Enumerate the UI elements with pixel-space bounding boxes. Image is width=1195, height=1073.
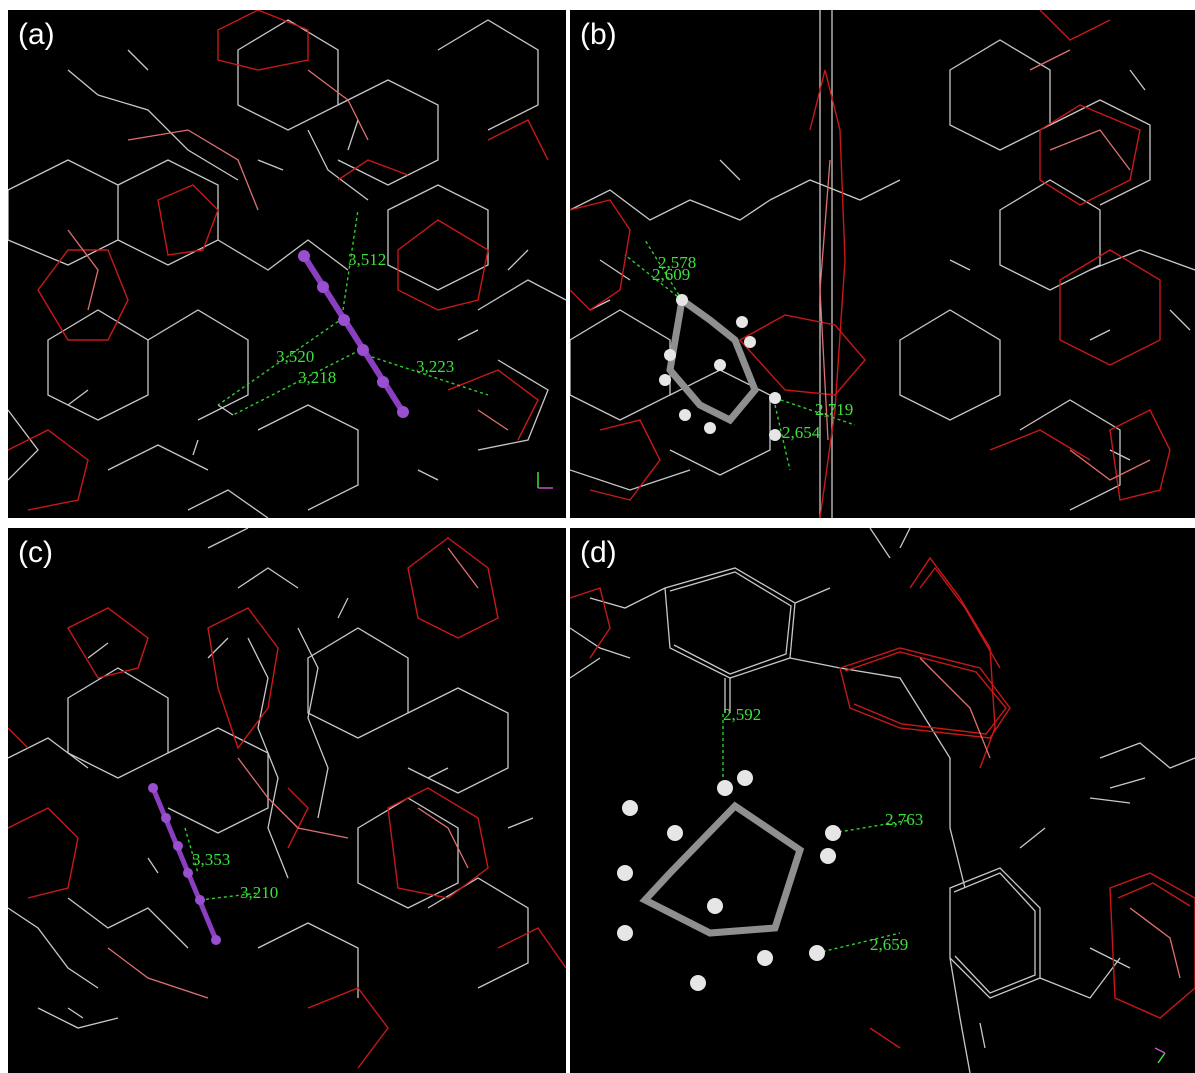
panel-c: 3,353 3,210 (c)	[8, 528, 566, 1073]
panel-c-structure: 3,353 3,210	[8, 528, 566, 1069]
axis-triad-icon	[537, 472, 553, 489]
distance-label: 3,223	[416, 357, 454, 376]
panel-label: (d)	[580, 536, 617, 569]
pink-bonds	[919, 657, 1181, 979]
oxygen-bonds	[8, 537, 566, 1069]
panel-label: (b)	[580, 18, 617, 51]
iodine-molecule	[148, 783, 221, 945]
distance-label: 3,210	[240, 883, 278, 902]
axis-triad-icon	[1154, 1047, 1166, 1064]
distance-label: 3,512	[348, 250, 386, 269]
panel-label: (c)	[18, 536, 53, 569]
cyclohexane-molecule	[617, 770, 841, 991]
cyclohexane-molecule	[659, 293, 781, 441]
distance-label: 3,353	[192, 850, 230, 869]
iodine-molecule	[298, 250, 409, 418]
panel-d: 2,592 2,763 2,659 (d)	[570, 528, 1195, 1073]
hydrogen-bonds	[624, 239, 856, 471]
oxygen-bonds	[570, 556, 1195, 1049]
framework-bonds	[8, 19, 566, 518]
distance-label: 3,218	[298, 368, 336, 387]
distance-label: 2,578	[658, 253, 696, 272]
framework-bonds	[570, 528, 1195, 1073]
panel-d-structure: 2,592 2,763 2,659	[570, 528, 1195, 1073]
framework-bonds	[8, 528, 534, 1029]
pink-bonds	[819, 49, 1151, 481]
pink-bonds	[67, 69, 509, 431]
panel-a-structure: 3,512 3,520 3,218 3,223	[8, 10, 566, 518]
distance-label: 3,520	[276, 347, 314, 366]
hydrogen-bonds	[184, 827, 259, 901]
oxygen-bonds	[8, 10, 549, 511]
panel-b-structure: 2,578 2,609 2,719 2,654	[570, 10, 1195, 518]
distance-label: 2,763	[885, 810, 923, 829]
panel-a: 3,512 3,520 3,218 3,223 (a)	[8, 10, 566, 518]
panel-b: 2,578 2,609 2,719 2,654 (b)	[570, 10, 1195, 518]
hydrogen-bonds	[217, 209, 489, 416]
distance-label: 2,609	[652, 265, 690, 284]
panel-label: (a)	[18, 18, 55, 51]
distance-label: 2,719	[815, 400, 853, 419]
oxygen-bonds	[570, 10, 1171, 518]
pink-bonds	[107, 547, 479, 999]
distance-label: 2,592	[723, 705, 761, 724]
hydrogen-bonds	[722, 714, 911, 954]
distance-label: 2,654	[782, 423, 821, 442]
distance-label: 2,659	[870, 935, 908, 954]
